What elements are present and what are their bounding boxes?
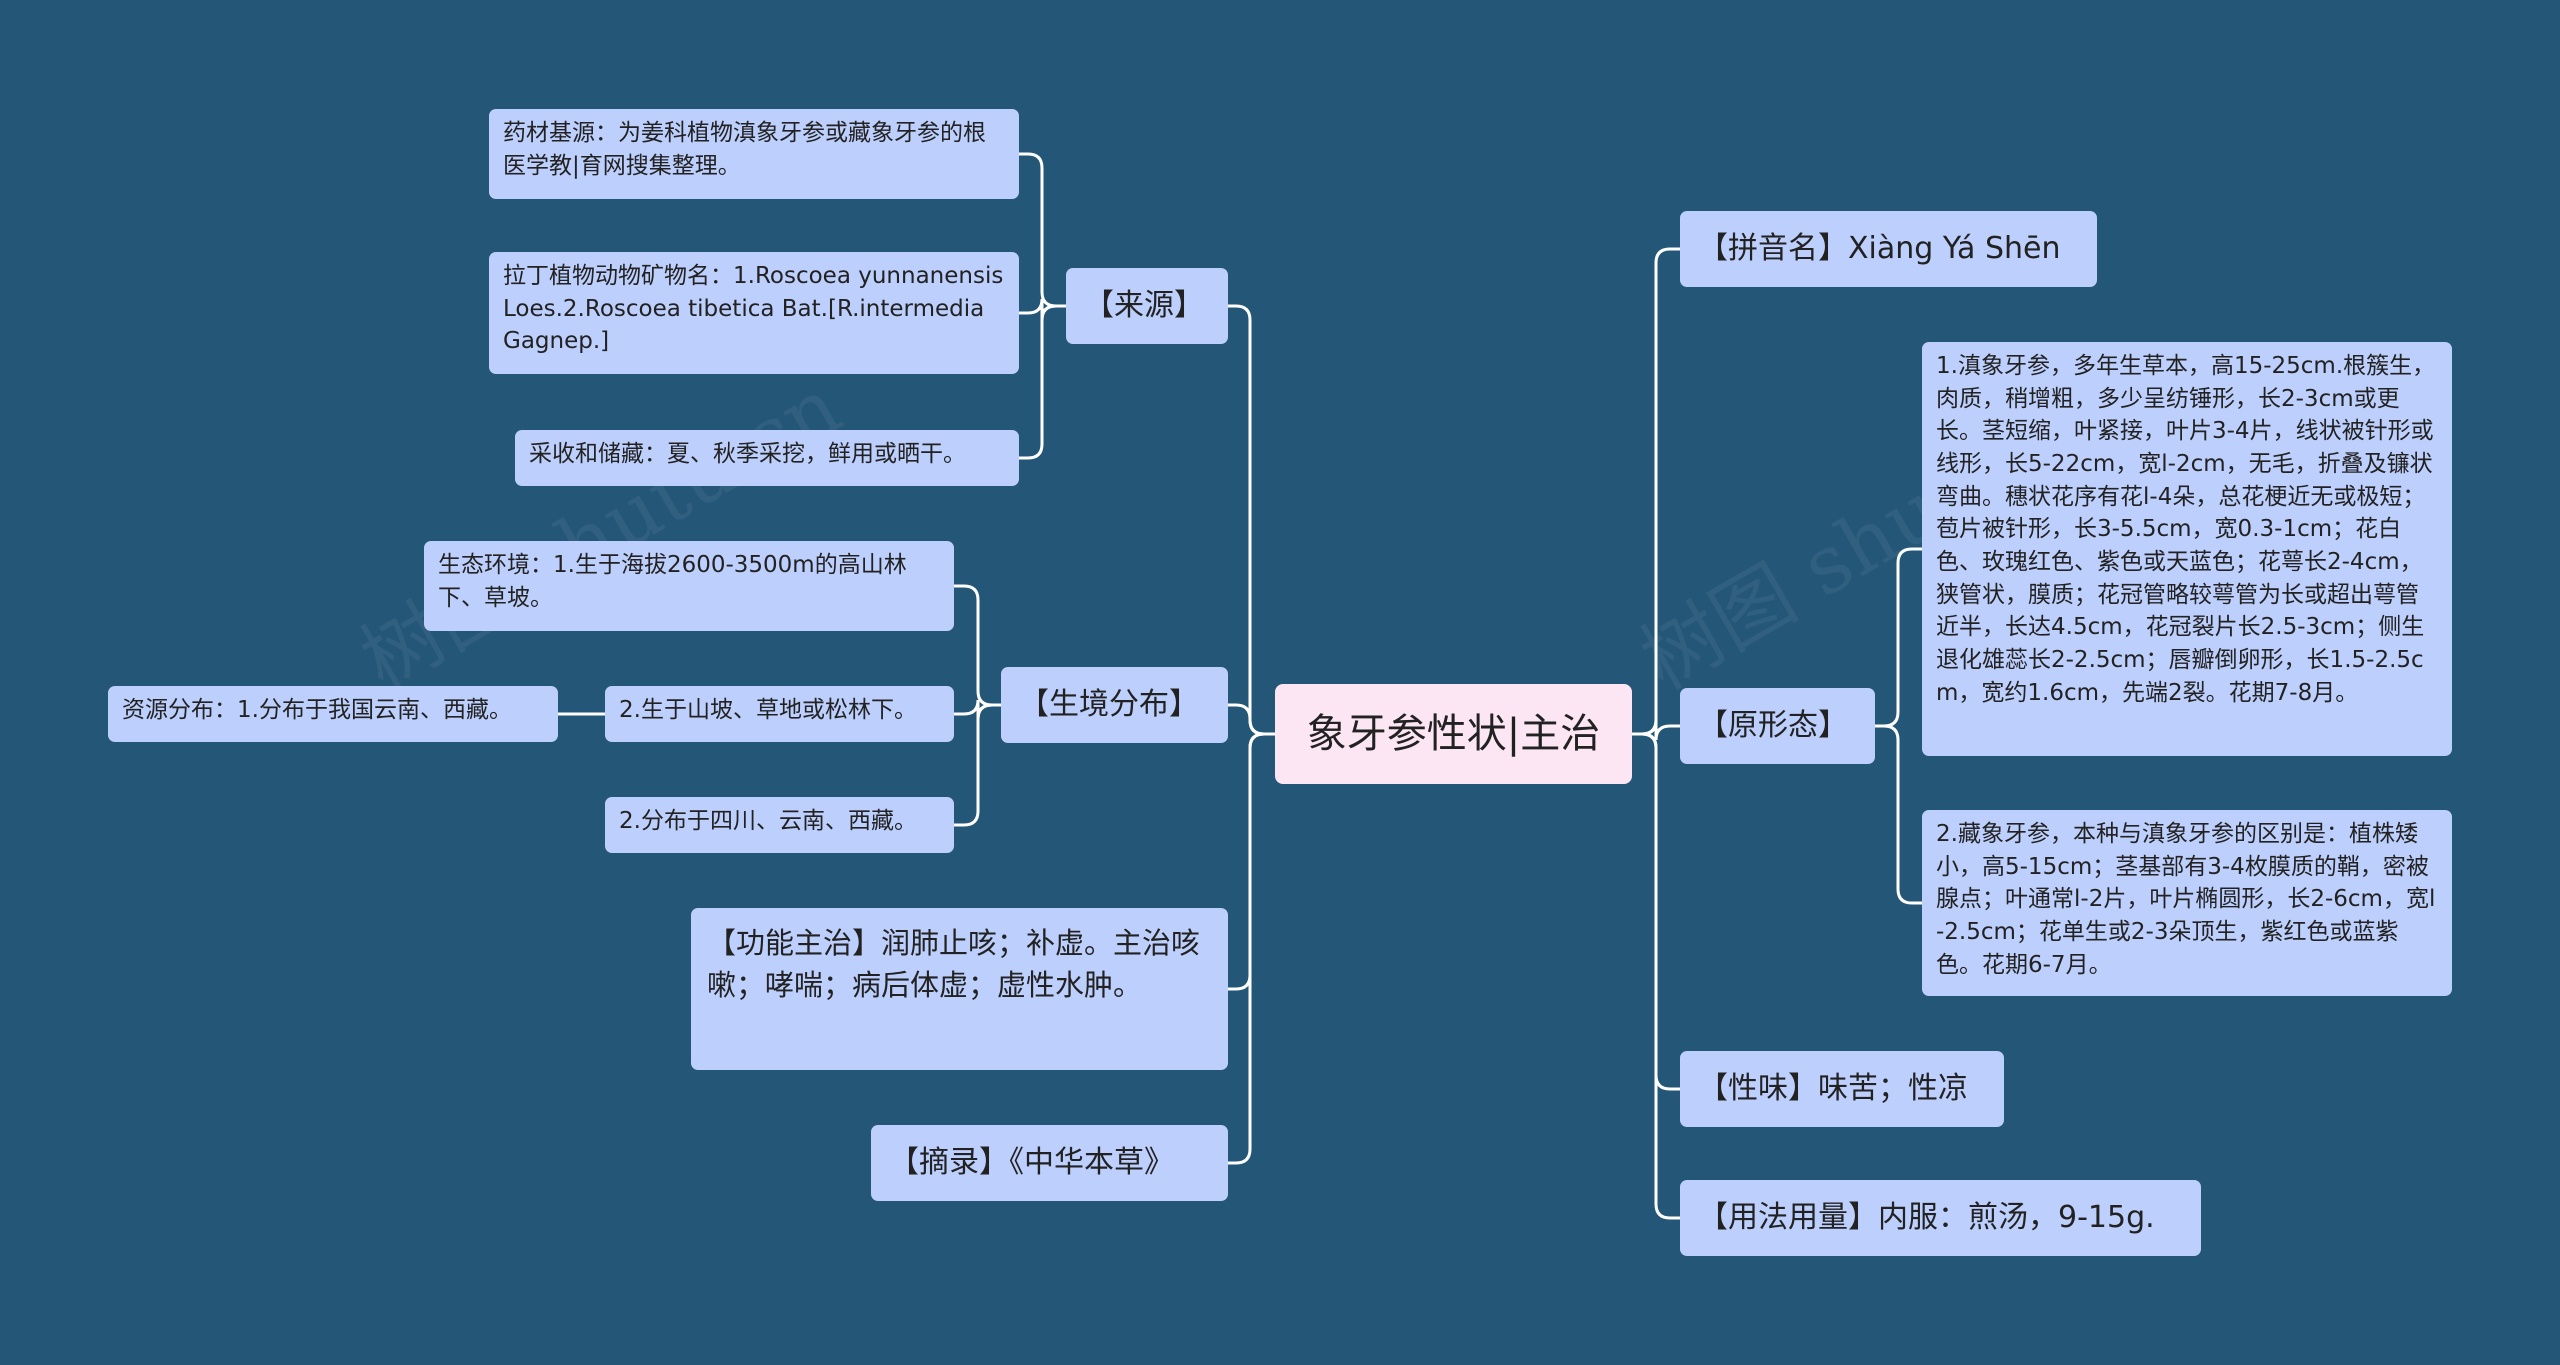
- node-morphology-yunnan[interactable]: 1.滇象牙参，多年生草本，高15-25cm.根簇生，肉质，稍增粗，多少呈纺锤形，…: [1922, 342, 2452, 756]
- node-morphology-tibet[interactable]: 2.藏象牙参，本种与滇象牙参的区别是：植株矮小，高5-15cm；茎基部有3-4枚…: [1922, 810, 2452, 996]
- node-habitat-distribution[interactable]: 2.分布于四川、云南、西藏。: [605, 797, 954, 853]
- node-morphology[interactable]: 【原形态】: [1680, 688, 1875, 764]
- line-root-morphology: [1632, 719, 1680, 741]
- line-root-usage: [1632, 732, 1680, 1220]
- node-pinyin[interactable]: 【拼音名】Xiàng Yá Shēn: [1680, 211, 2097, 287]
- node-source-latin[interactable]: 拉丁植物动物矿物名：1.Roscoea yunnanensis Loes.2.R…: [489, 252, 1019, 374]
- node-habitat-slope[interactable]: 2.生于山坡、草地或松林下。: [605, 686, 954, 742]
- line-source-base: [1019, 152, 1066, 308]
- node-source-harvest[interactable]: 采收和储藏：夏、秋季采挖，鲜用或晒干。: [515, 430, 1019, 486]
- line-habitat-distribution: [954, 703, 1001, 827]
- node-habitat-resource[interactable]: 资源分布：1.分布于我国云南、西藏。: [108, 686, 558, 742]
- node-function[interactable]: 【功能主治】润肺止咳；补虚。主治咳嗽；哮喘；病后体虚；虚性水肿。: [691, 908, 1228, 1070]
- root-node[interactable]: 象牙参性状|主治: [1275, 684, 1632, 784]
- node-habitat[interactable]: 【生境分布】: [1001, 667, 1228, 743]
- line-habitat-env: [954, 584, 1001, 707]
- node-taste[interactable]: 【性味】味苦；性凉: [1680, 1051, 2004, 1127]
- node-source[interactable]: 【来源】: [1066, 268, 1228, 344]
- line-source-harvest: [1019, 304, 1066, 460]
- node-excerpt[interactable]: 【摘录】《中华本草》: [871, 1125, 1228, 1201]
- line-morph-tibet: [1875, 724, 1922, 905]
- line-morph-yunnan: [1875, 547, 1922, 728]
- line-root-pinyin: [1632, 247, 1680, 736]
- node-usage[interactable]: 【用法用量】内服：煎汤，9-15g.: [1680, 1180, 2201, 1256]
- line-root-source: [1228, 304, 1275, 736]
- node-habitat-env[interactable]: 生态环境：1.生于海拔2600-3500m的高山林下、草坡。: [424, 541, 954, 631]
- node-source-base[interactable]: 药材基源：为姜科植物滇象牙参或藏象牙参的根医学教|育网搜集整理。: [489, 109, 1019, 199]
- line-root-excerpt: [1228, 732, 1275, 1165]
